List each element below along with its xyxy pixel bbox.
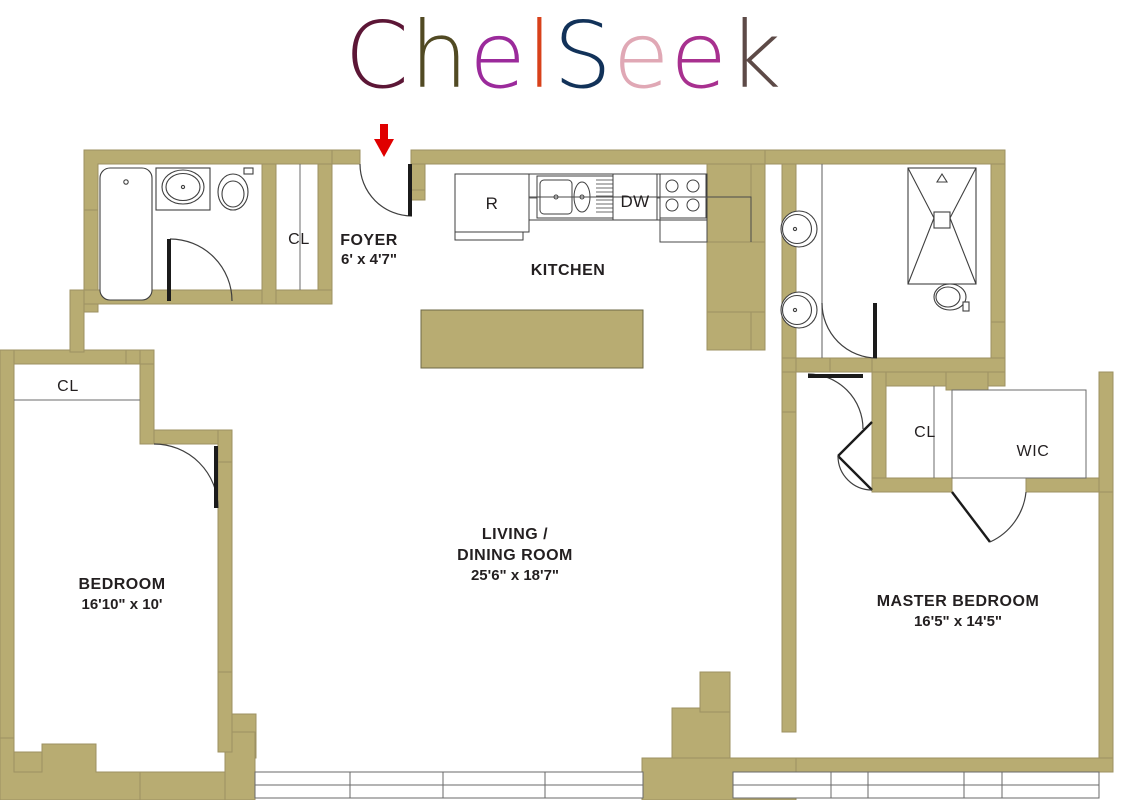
bathroom-door-arc-icon [169, 238, 233, 302]
wall-bedroom-closet-right [139, 363, 155, 445]
master-toilet-tank-icon [962, 301, 970, 312]
wall-bedroom-right [217, 461, 233, 709]
entry-door [359, 163, 413, 217]
wall-master-bath-stub [795, 357, 831, 373]
bedroom-door-arc-icon [153, 443, 219, 509]
wall-kitchen-soffit [706, 163, 752, 243]
bedroom-door-leaf-icon [214, 446, 218, 508]
toilet-seat-icon [221, 180, 245, 208]
burner-1-icon [665, 179, 679, 193]
wic-door-arc-icon [989, 491, 1027, 543]
logo-letter-3: e [469, 2, 527, 109]
wall-bath-right [261, 163, 277, 305]
bathroom-fixtures-group [99, 167, 254, 301]
bathroom-door-leaf-icon [167, 239, 171, 301]
wall-living-column [671, 707, 731, 759]
floor-plan-drawing: CL FOYER 6' x 4'7" R DW KITCHEN LIVING /… [0, 112, 1127, 800]
master-closet-door-arc-icon [837, 455, 873, 491]
wall-bedroom-pier-block [139, 771, 226, 800]
master-bath-fixtures-group [780, 164, 977, 358]
wall-bedroom-door-jamb [217, 429, 233, 463]
burner-2-icon [686, 179, 700, 193]
wic-outline-icon [951, 389, 1087, 479]
logo-letter-1: C [344, 2, 410, 109]
logo-letter-2: h [409, 2, 470, 109]
wall-master-bath-right [990, 163, 1006, 323]
logo-letter-7: e [670, 2, 729, 109]
site-logo: ChelSeek [0, 0, 1127, 112]
wall-bedroom-base [0, 737, 141, 800]
floor-plan-svg [0, 124, 1114, 800]
wall-master-closet-left [871, 371, 887, 493]
entrance-arrow-icon [374, 124, 394, 157]
entry-door-leaf-icon [408, 164, 412, 216]
master-toilet-seat-icon [935, 286, 961, 308]
master-doors-group [807, 302, 1027, 543]
wall-closet-foyer-bottom [275, 289, 333, 305]
wall-kitchen-left-lower [410, 189, 426, 201]
windows-group [254, 771, 1100, 799]
wall-living-column-upper [699, 671, 731, 713]
shower-head-icon [936, 172, 948, 183]
wall-master-right-upper [1098, 371, 1114, 493]
wall-living-right [781, 149, 797, 413]
bathtub-drain-icon [123, 179, 129, 185]
walls-detail-group [0, 671, 256, 800]
wall-master-bath-top [764, 149, 1006, 165]
wall-living-right-lower [781, 411, 797, 733]
refrigerator-icon [454, 173, 530, 233]
master-bath-door-leaf-icon [873, 303, 877, 358]
wall-shower-sill [887, 344, 991, 358]
living-room-island [420, 309, 644, 369]
wall-bedroom-left-exterior [0, 349, 15, 753]
shower-drain-icon [933, 211, 951, 229]
wic-door-leaf-icon [951, 491, 991, 543]
master-sink-1-drain-icon [792, 226, 798, 232]
wall-master-closet-bottom [871, 477, 953, 493]
bathtub-icon [99, 167, 153, 301]
wall-kitchen-left [410, 163, 426, 191]
master-bedroom-door-leaf-icon [808, 374, 863, 378]
bedroom-door [153, 443, 219, 509]
master-closet-door-fold-1-icon [837, 421, 873, 457]
counter-return-line [529, 196, 752, 242]
master-closet-door-fold-2-icon [837, 455, 873, 491]
master-sink-2-drain-icon [792, 307, 798, 313]
logo-letter-6: e [612, 2, 671, 109]
logo-letter-5: S [553, 2, 613, 109]
wall-master-bottom [795, 757, 1114, 773]
wall-closet-foyer-right [317, 163, 333, 305]
counter-return-line-2 [659, 202, 708, 243]
burner-3-icon [665, 198, 679, 212]
wall-bedroom-column-3 [217, 671, 233, 753]
entry-door-arc-icon [359, 163, 413, 217]
master-bath-door-arc-icon [821, 302, 878, 359]
wall-bath-left-edge [83, 209, 99, 291]
wall-kitchen-lower-block [706, 241, 766, 313]
wall-master-closet-top-notch [945, 371, 989, 391]
burner-4-icon [686, 198, 700, 212]
wall-kitchen-lower-return [706, 311, 752, 351]
refrigerator-base-icon [454, 231, 524, 241]
cooktop-icon [659, 173, 707, 219]
wall-entry-right-top [410, 149, 766, 165]
toilet-tank-icon [243, 167, 254, 175]
bath-sink-drain-icon [180, 184, 186, 190]
logo-letter-4: l [526, 2, 554, 109]
kitchen-fixtures-group [454, 173, 752, 243]
wall-entry-left [331, 149, 361, 165]
bathroom-door [167, 238, 233, 302]
master-bedroom-door-arc-icon [807, 373, 864, 430]
wall-bedroom-closet-top [0, 349, 127, 365]
wall-master-bath-bottom-right [871, 357, 1006, 373]
logo-letter-8: k [728, 2, 783, 109]
wall-shower-partition [884, 164, 898, 290]
wall-bedroom-divider-upper [69, 289, 85, 353]
